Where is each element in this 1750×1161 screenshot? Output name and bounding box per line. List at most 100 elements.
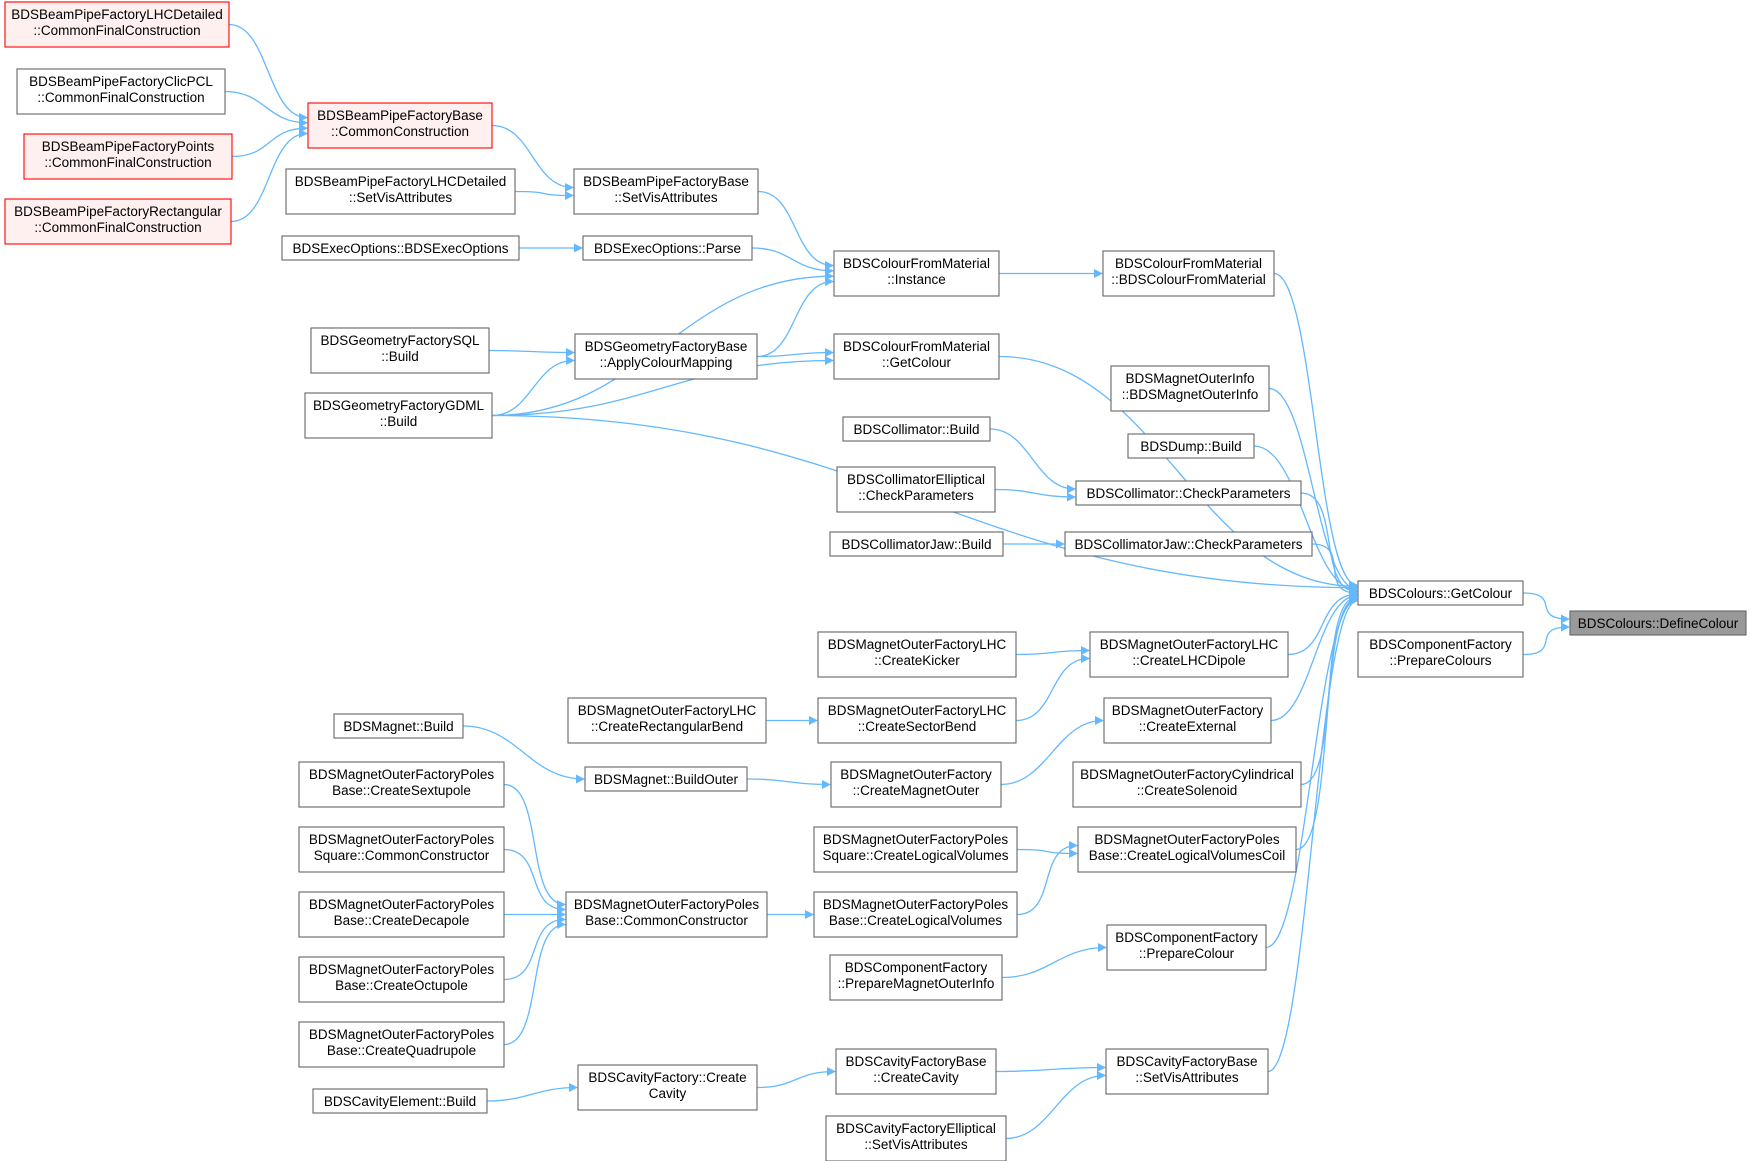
node-label: BDSMagnetOuterFactory: [840, 767, 992, 782]
graph-node-n2[interactable]: BDSBeamPipeFactoryClicPCL::CommonFinalCo…: [16, 68, 226, 115]
graph-node-n47[interactable]: BDSCavityFactoryBase::CreateCavity: [835, 1048, 997, 1095]
graph-node-n33[interactable]: BDSMagnet::BuildOuter: [584, 766, 748, 792]
graph-node-n15[interactable]: BDSGeometryFactoryGDML::Build: [304, 392, 493, 439]
node-box: [1072, 761, 1302, 808]
node-label: BDSMagnetOuterFactoryLHC: [828, 703, 1007, 718]
node-label: BDSBeamPipeFactoryBase: [583, 174, 749, 189]
graph-node-n22[interactable]: BDSCollimatorJaw::CheckParameters: [1064, 531, 1313, 557]
graph-node-n42[interactable]: BDSComponentFactory::PrepareColour: [1106, 924, 1267, 971]
node-label: Base::CreateQuadrupole: [327, 1043, 476, 1058]
node-label: ::CreateRectangularBend: [591, 719, 743, 734]
node-label: BDSMagnetOuterFactoryLHC: [1100, 637, 1279, 652]
graph-node-n28[interactable]: BDSMagnetOuterFactoryLHC::CreateRectangu…: [567, 697, 767, 744]
node-label: Cavity: [649, 1086, 687, 1101]
node-box: [1357, 580, 1524, 606]
graph-node-n40[interactable]: BDSMagnetOuterFactoryPolesBase::CommonCo…: [565, 891, 768, 938]
node-label: BDSMagnetOuterFactoryCylindrical: [1080, 767, 1294, 782]
call-edge: [1287, 589, 1358, 656]
graph-node-n7[interactable]: BDSBeamPipeFactoryBase::SetVisAttributes: [573, 168, 759, 215]
graph-node-n14[interactable]: BDSColourFromMaterial::GetColour: [833, 333, 1000, 380]
graph-node-n44[interactable]: BDSMagnetOuterFactoryPolesBase::CreateOc…: [298, 956, 505, 1003]
node-label: BDSMagnetOuterFactoryLHC: [578, 703, 757, 718]
graph-node-n49[interactable]: BDSCavityElement::Build: [312, 1088, 488, 1114]
graph-node-n31[interactable]: BDSMagnet::Build: [333, 713, 464, 739]
node-box: [1089, 631, 1289, 678]
graph-node-n30[interactable]: BDSMagnetOuterFactory::CreateExternal: [1103, 697, 1272, 744]
node-label: BDSCollimator::CheckParameters: [1086, 486, 1290, 501]
call-edge: [503, 915, 566, 981]
graph-node-n48[interactable]: BDSCavityFactoryBase::SetVisAttributes: [1105, 1048, 1269, 1095]
graph-node-n10[interactable]: BDSColourFromMaterial::Instance: [833, 250, 1000, 297]
node-label: Square::CreateLogicalVolumes: [822, 848, 1008, 863]
graph-node-n13[interactable]: BDSGeometryFactoryBase::ApplyColourMappi…: [574, 333, 758, 380]
graph-node-n8[interactable]: BDSExecOptions::BDSExecOptions: [281, 235, 520, 261]
graph-node-n19[interactable]: BDSCollimatorElliptical::CheckParameters: [836, 466, 996, 513]
node-label: ::SetVisAttributes: [349, 190, 453, 205]
call-edge: [756, 348, 834, 358]
graph-node-n23[interactable]: BDSColours::GetColour: [1357, 580, 1524, 606]
call-edge: [1016, 848, 1078, 858]
graph-node-n9[interactable]: BDSExecOptions::Parse: [582, 235, 753, 261]
graph-node-n34[interactable]: BDSMagnetOuterFactory::CreateMagnetOuter: [830, 761, 1002, 808]
node-box: [4, 1, 230, 48]
node-label: ::CommonFinalConstruction: [33, 23, 200, 38]
node-label: BDSBeamPipeFactoryRectangular: [14, 204, 222, 219]
graph-node-n24[interactable]: BDSColours::DefineColour: [1569, 610, 1747, 636]
graph-node-n35[interactable]: BDSMagnetOuterFactoryCylindrical::Create…: [1072, 761, 1302, 808]
node-box: [307, 102, 493, 149]
graph-node-n27[interactable]: BDSMagnetOuterFactoryLHC::CreateLHCDipol…: [1089, 631, 1289, 678]
node-box: [582, 235, 753, 261]
node-label: BDSBeamPipeFactoryClicPCL: [29, 74, 213, 89]
node-box: [584, 766, 748, 792]
call-edge: [757, 190, 834, 270]
node-box: [842, 416, 991, 442]
node-label: BDSCollimator::Build: [853, 422, 979, 437]
node-label: BDSExecOptions::Parse: [594, 241, 741, 256]
graph-node-n6[interactable]: BDSBeamPipeFactoryLHCDetailed::SetVisAtt…: [285, 168, 516, 215]
node-label: ::BDSColourFromMaterial: [1111, 272, 1266, 287]
call-edge: [1015, 654, 1090, 722]
node-label: BDSBeamPipeFactoryBase: [317, 108, 483, 123]
graph-node-n41[interactable]: BDSMagnetOuterFactoryPolesBase::CreateLo…: [813, 891, 1018, 938]
node-label: ::SetVisAttributes: [864, 1137, 968, 1152]
node-label: BDSCollimatorElliptical: [847, 472, 985, 487]
graph-node-n32[interactable]: BDSMagnetOuterFactoryPolesBase::CreateSe…: [298, 761, 505, 808]
graph-node-n3[interactable]: BDSBeamPipeFactoryPoints::CommonFinalCon…: [23, 133, 233, 180]
graph-node-n37[interactable]: BDSMagnetOuterFactoryPolesSquare::Create…: [813, 826, 1018, 873]
node-label: BDSGeometryFactoryGDML: [313, 398, 485, 413]
graph-node-n38[interactable]: BDSMagnetOuterFactoryPolesBase::CreateLo…: [1077, 826, 1297, 873]
graph-node-n17[interactable]: BDSCollimator::Build: [842, 416, 991, 442]
node-box: [304, 392, 493, 439]
graph-node-n50[interactable]: BDSCavityFactoryElliptical::SetVisAttrib…: [825, 1115, 1007, 1161]
graph-node-n45[interactable]: BDSMagnetOuterFactoryPolesBase::CreateQu…: [298, 1021, 505, 1068]
graph-node-n11[interactable]: BDSColourFromMaterial::BDSColourFromMate…: [1102, 250, 1275, 297]
graph-node-n1[interactable]: BDSBeamPipeFactoryLHCDetailed::CommonFin…: [4, 1, 230, 48]
graph-node-n18[interactable]: BDSDump::Build: [1127, 433, 1255, 459]
graph-node-n39[interactable]: BDSMagnetOuterFactoryPolesBase::CreateDe…: [298, 891, 505, 938]
call-edge: [503, 848, 566, 914]
graph-node-n43[interactable]: BDSComponentFactory::PrepareMagnetOuterI…: [829, 954, 1003, 1001]
graph-node-n29[interactable]: BDSMagnetOuterFactoryLHC::CreateSectorBe…: [817, 697, 1017, 744]
graph-node-n20[interactable]: BDSCollimator::CheckParameters: [1075, 480, 1302, 506]
node-label: ::CreateMagnetOuter: [853, 783, 980, 798]
graph-node-n4[interactable]: BDSBeamPipeFactoryRectangular::CommonFin…: [4, 198, 232, 245]
graph-node-n12[interactable]: BDSGeometryFactorySQL::Build: [310, 327, 490, 374]
graph-node-n5[interactable]: BDSBeamPipeFactoryBase::CommonConstructi…: [307, 102, 493, 149]
node-box: [813, 891, 1018, 938]
graph-node-n16[interactable]: BDSMagnetOuterInfo::BDSMagnetOuterInfo: [1110, 365, 1270, 412]
graph-node-n25[interactable]: BDSComponentFactory::PrepareColours: [1357, 631, 1524, 678]
node-box: [1103, 697, 1272, 744]
node-label: ::CreateSectorBend: [858, 719, 977, 734]
node-label: ::CreateSolenoid: [1137, 783, 1238, 798]
node-box: [565, 891, 768, 938]
node-box: [817, 697, 1017, 744]
node-label: BDSMagnetOuterFactoryPoles: [309, 962, 495, 977]
call-edge: [1267, 596, 1358, 1073]
node-label: BDSMagnetOuterFactoryPoles: [574, 897, 760, 912]
graph-node-n46[interactable]: BDSCavityFactory::CreateCavity: [577, 1064, 758, 1111]
node-box: [1077, 826, 1297, 873]
call-edge: [1005, 1071, 1106, 1140]
graph-node-n21[interactable]: BDSCollimatorJaw::Build: [829, 531, 1004, 557]
graph-node-n36[interactable]: BDSMagnetOuterFactoryPolesSquare::Common…: [298, 826, 505, 873]
graph-node-n26[interactable]: BDSMagnetOuterFactoryLHC::CreateKicker: [817, 631, 1017, 678]
